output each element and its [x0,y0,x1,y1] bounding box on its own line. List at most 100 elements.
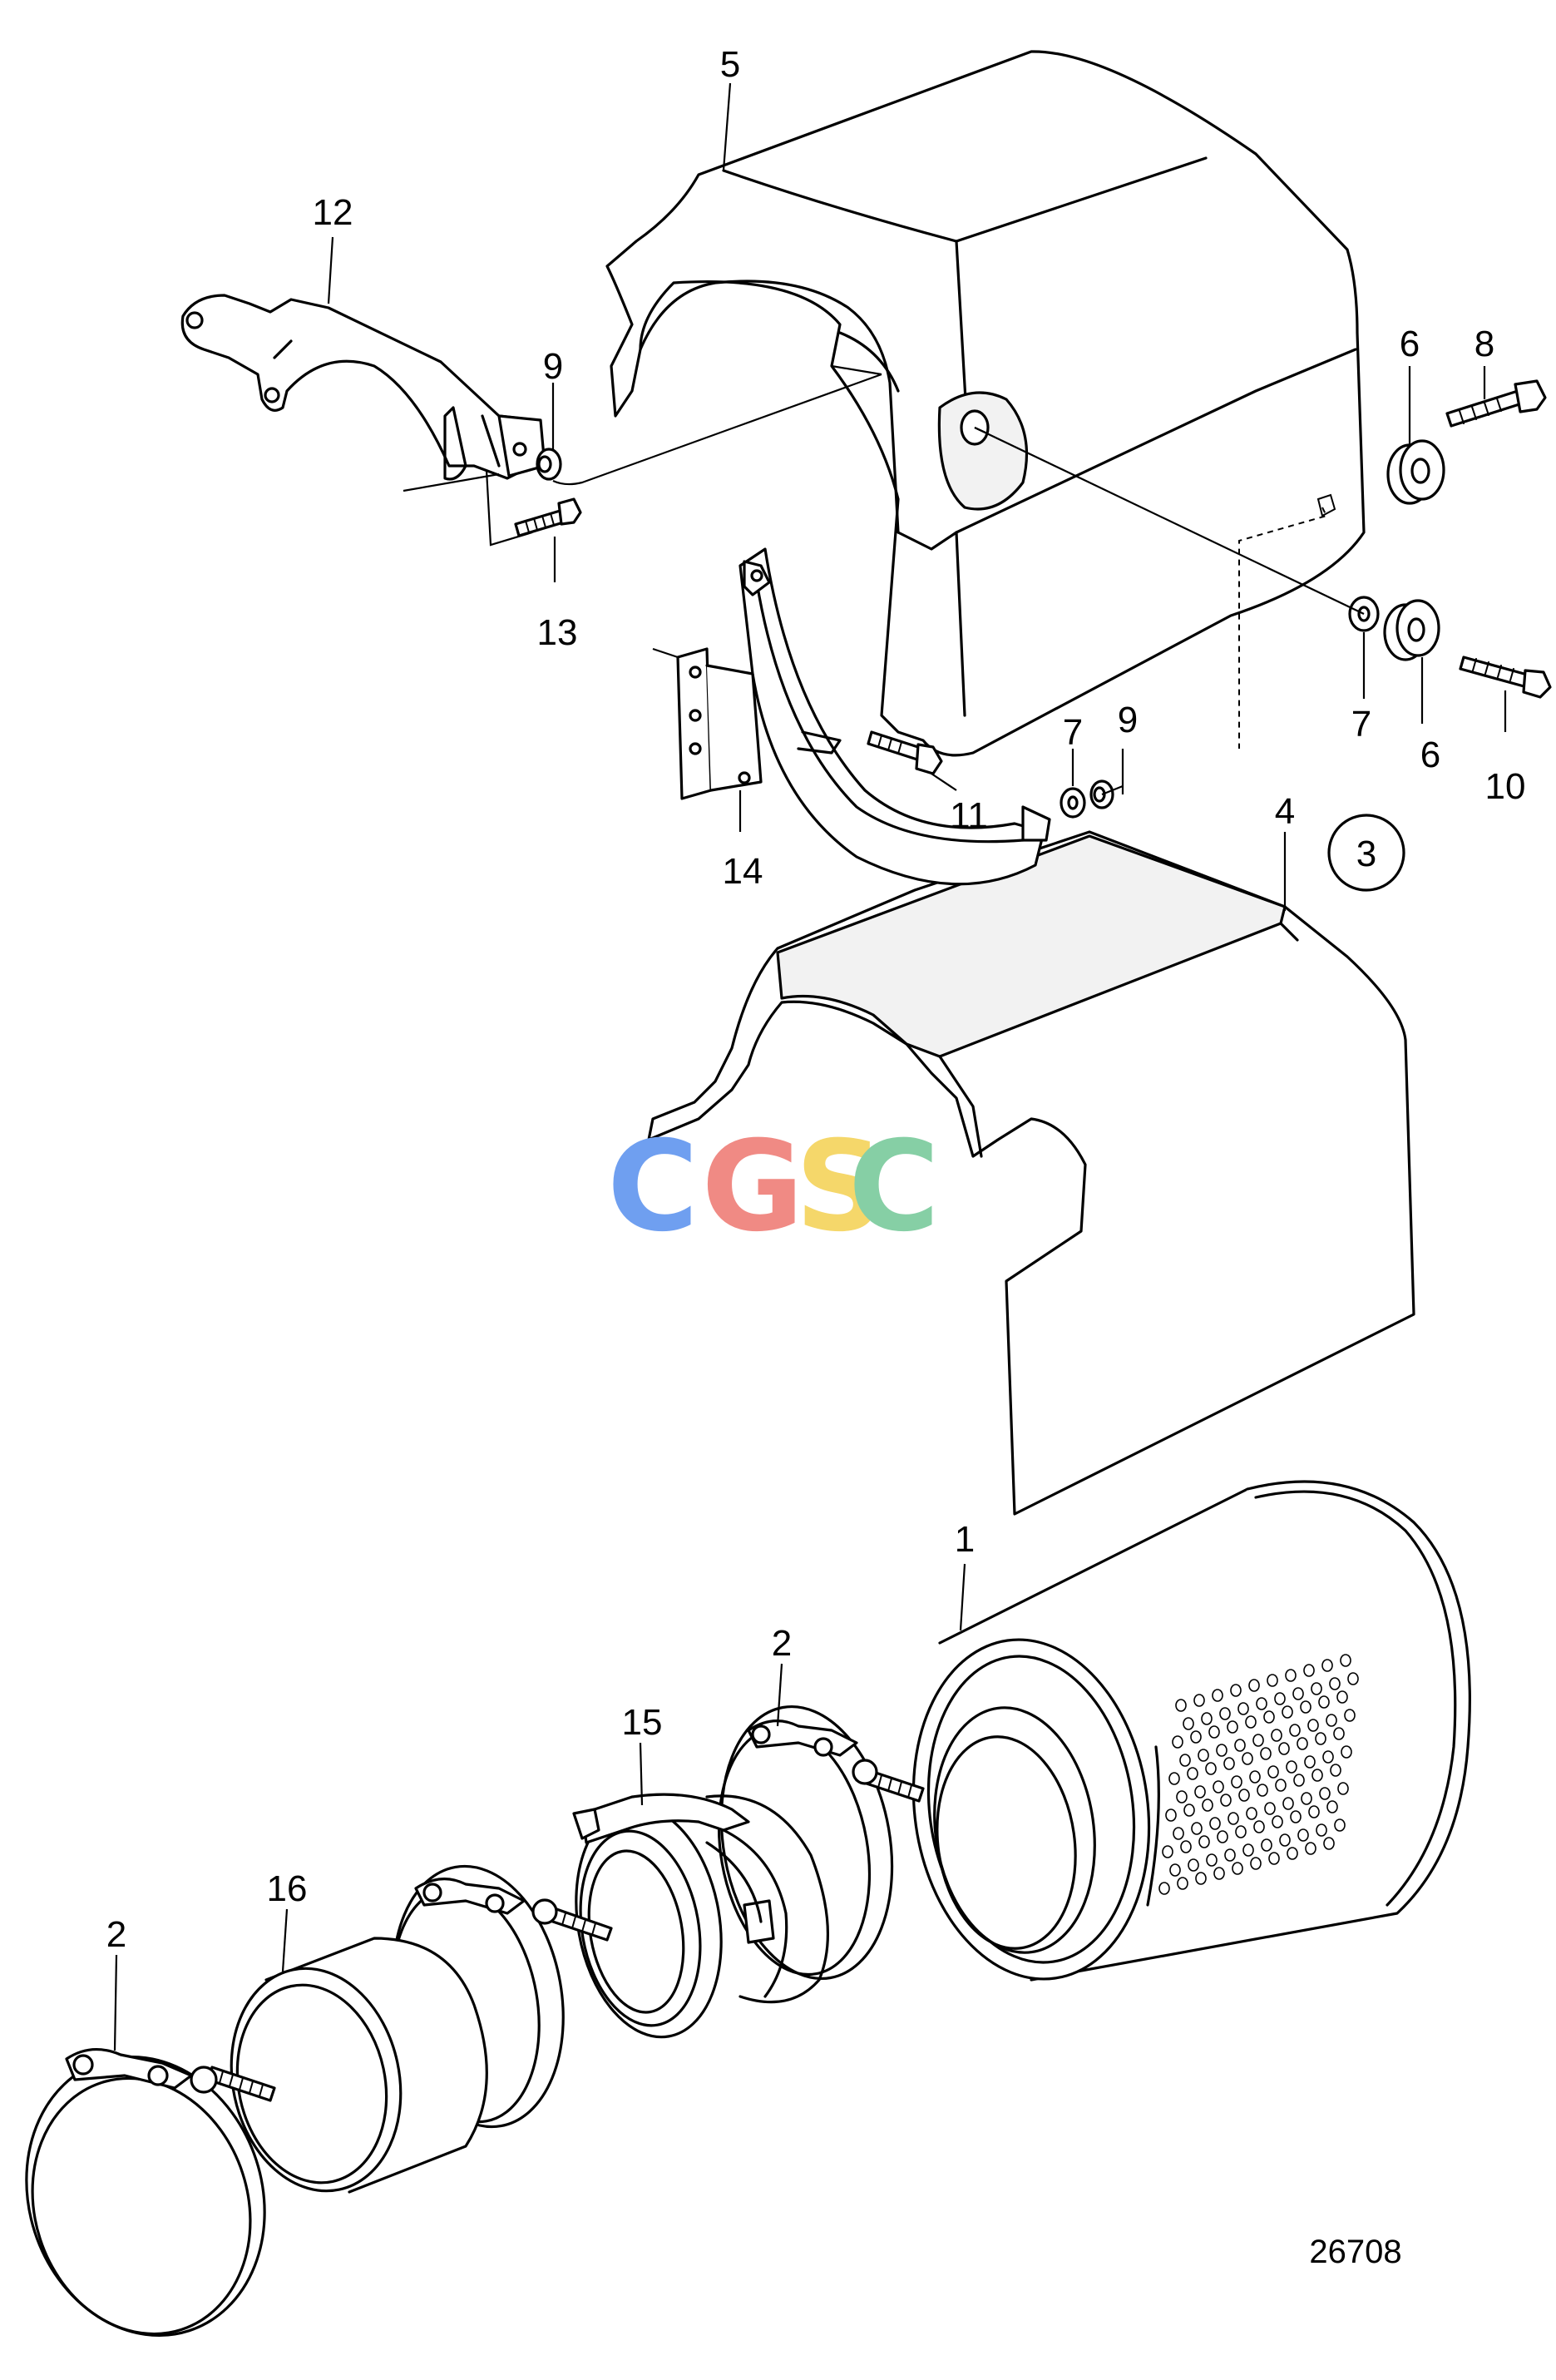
spacer-sleeve-9-lower [1089,779,1114,809]
perforation-hole [1334,1818,1346,1832]
perforation-hole [1286,1760,1297,1774]
perforation-hole [1311,1769,1323,1782]
perforation-hole [1208,1725,1220,1739]
perforation-hole [1177,1877,1188,1890]
perforation-hole [1275,1779,1287,1792]
perforation-hole [1198,1749,1209,1762]
perforation-hole [1263,1710,1275,1724]
perforation-hole [1232,1862,1243,1875]
perforation-hole [1176,1790,1188,1804]
label-part-5: 5 [720,44,740,85]
perforation-hole [1293,1774,1305,1787]
perforation-hole [1336,1690,1348,1704]
perforation-hole [1326,1714,1337,1727]
perforation-hole [1315,1732,1326,1745]
perforation-hole [1322,1750,1334,1764]
perforation-hole [1290,1810,1302,1823]
perforation-hole [1206,1853,1218,1867]
figure-reference-number: 26708 [1309,2234,1401,2270]
perforation-hole [1326,1800,1338,1813]
perforation-hole [1330,1764,1341,1777]
perforation-hole [1187,1767,1198,1780]
housing-cover-lower [647,830,1415,1516]
perforation-hole [1235,1825,1247,1838]
label-part-1: 1 [955,1519,975,1560]
perforation-hole [1329,1677,1341,1690]
perforation-hole [1253,1820,1265,1833]
perforation-hole [1289,1724,1301,1737]
perforation-hole [1287,1847,1298,1860]
label-part-14: 14 [723,851,763,892]
perforation-hole [1264,1802,1276,1815]
perforation-hole [1274,1692,1286,1705]
housing-cover-upper [605,50,1366,757]
perforation-hole [1252,1734,1264,1747]
perforation-hole [1242,1843,1254,1857]
perforation-hole [1162,1845,1173,1858]
perforation-hole [1193,1694,1205,1707]
perforated-screen [1158,1654,1359,1895]
perforation-hole [1292,1687,1304,1700]
perforation-hole [1183,1717,1194,1730]
label-part-6-upper: 6 [1400,324,1420,364]
perforation-hole [1194,1785,1206,1799]
bolt-8 [1445,379,1547,428]
label-part-4: 4 [1275,791,1295,832]
perforation-hole [1256,1697,1267,1710]
perforation-hole [1212,1689,1223,1702]
perforation-hole [1205,1762,1217,1775]
label-part-11: 11 [950,795,988,836]
perforation-hole [1268,1852,1280,1865]
perforation-hole [1220,1794,1232,1807]
perforation-hole [1213,1867,1225,1880]
perforation-hole [1219,1707,1231,1720]
perforation-hole [1227,1720,1238,1734]
perforation-hole [1337,1782,1349,1795]
perforation-hole [1249,1770,1261,1784]
bolt-13 [514,497,582,537]
perforation-hole [1169,1863,1181,1877]
label-part-2-right: 2 [772,1623,792,1664]
label-part-7-lower-right: 7 [1351,704,1371,745]
perforation-hole [1158,1882,1170,1895]
perforation-hole [1260,1747,1272,1760]
perforation-hole [1172,1735,1183,1749]
watermark-letter-2: G [701,1115,803,1259]
perforation-hole [1173,1827,1184,1840]
leader-lines [113,82,1507,2051]
perforation-hole [1175,1699,1187,1712]
label-part-13: 13 [537,612,578,653]
label-part-12: 12 [313,192,353,233]
perforation-hole [1301,1792,1312,1805]
perforation-hole [1300,1700,1311,1714]
perforation-hole [1307,1719,1319,1732]
rubber-hose [230,1937,488,2194]
perforation-hole [1179,1754,1191,1767]
bolt-10 [1459,656,1552,699]
perforation-hole [1272,1815,1283,1828]
perforation-hole [1201,1712,1213,1725]
perforation-hole [1217,1830,1228,1843]
perforation-hole [1282,1797,1294,1810]
perforation-hole [1311,1682,1322,1695]
perforation-hole [1279,1833,1291,1847]
hose-clamp-left [25,2047,276,2337]
perforation-hole [1282,1705,1293,1719]
perforation-hole [1319,1787,1331,1800]
perforation-hole [1213,1780,1224,1794]
perforation-hole [1168,1772,1180,1785]
perforation-hole [1285,1669,1297,1682]
perforation-hole [1209,1817,1221,1830]
perforation-hole [1198,1835,1210,1848]
perforation-hole [1267,1674,1278,1687]
perforation-hole [1333,1727,1345,1740]
label-part-10: 10 [1485,766,1526,807]
washer-7-lower [1060,787,1086,819]
watermark-letter-1: C [607,1115,699,1259]
label-part-9-upper: 9 [543,346,563,387]
bracket-arm [180,294,546,481]
perforation-hole [1246,1807,1257,1820]
grommet-6-upper [1386,439,1445,505]
watermark-logo: C G S C [607,1115,940,1259]
